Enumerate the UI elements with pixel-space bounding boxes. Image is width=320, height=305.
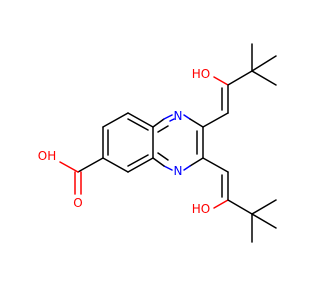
bond [77, 157, 104, 173]
nitrogen-bottom-label: N [174, 164, 183, 178]
carboxylic-acid-group [59, 157, 104, 195]
molecule-canvas: N N HO HO OH O [38, 43, 277, 243]
double-bond-inner [127, 118, 149, 131]
bond [227, 70, 253, 86]
carbonyl-oxygen-label: O [73, 196, 82, 210]
bond [102, 112, 129, 128]
double-bond-inner [157, 125, 169, 133]
bond [213, 199, 229, 209]
upper-enol-chain [202, 43, 277, 128]
hydroxyl-lower-label: HO [192, 202, 210, 216]
bond [127, 112, 154, 128]
molecule-structure: N N HO HO OH O [38, 43, 277, 243]
bond [183, 114, 191, 120]
bond [59, 161, 79, 173]
bond [251, 199, 277, 215]
bond [152, 118, 165, 128]
hydroxyl-upper-label: HO [192, 67, 210, 81]
bond [251, 213, 277, 229]
double-bond-inner [157, 152, 169, 161]
bond [189, 118, 204, 128]
bond [251, 55, 277, 72]
carboxyl-hydroxyl-label: OH [38, 149, 56, 163]
bond [213, 76, 229, 86]
bond [183, 165, 191, 171]
bond [152, 157, 165, 167]
bond [127, 157, 154, 173]
lower-enol-chain [202, 157, 277, 243]
bond [202, 157, 229, 173]
bond [227, 199, 253, 215]
bond [163, 114, 173, 120]
double-bond-inner [127, 154, 149, 167]
bond [102, 157, 129, 173]
pyrazine-ring [152, 114, 204, 171]
bond [189, 157, 204, 167]
benzene-ring [102, 112, 154, 173]
bond [251, 70, 277, 86]
double-bond-inner [169, 118, 175, 122]
bond [163, 165, 173, 171]
bond [202, 112, 229, 128]
nitrogen-top-label: N [174, 109, 183, 123]
